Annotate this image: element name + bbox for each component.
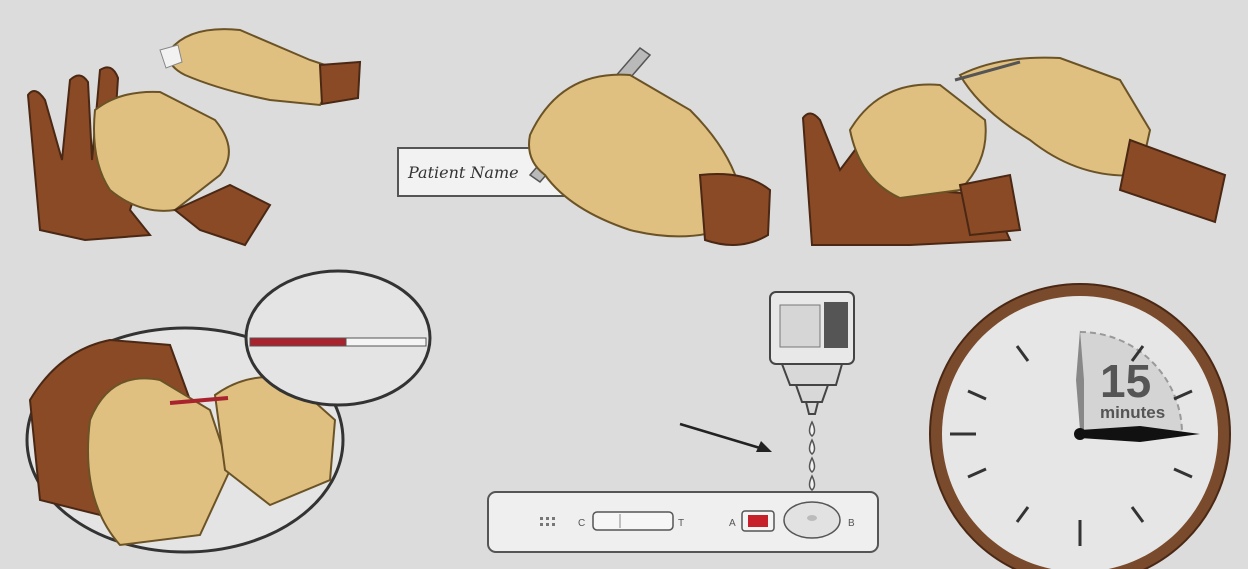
arrow-icon: [680, 424, 760, 448]
buffer-drop-test-cassette-icon: C T A B: [488, 292, 878, 552]
writing-patient-name-icon: Patient Name: [398, 48, 770, 245]
timer-clock-icon: 15 minutes: [930, 284, 1230, 569]
result-window: [593, 512, 673, 530]
patient-name-label: Patient Name: [407, 163, 519, 182]
glove-putting-on-icon: [28, 29, 360, 245]
cassette-marker-c: C: [578, 518, 585, 529]
timer-unit: minutes: [1100, 403, 1165, 422]
blood-collection-tube-icon: [27, 271, 430, 552]
cassette-marker-a: A: [729, 518, 736, 529]
cassette-marker-b: B: [848, 518, 855, 529]
finger-prick-icon: [803, 58, 1225, 245]
cassette-marker-t: T: [678, 518, 684, 529]
timer-number: 15: [1100, 355, 1151, 407]
